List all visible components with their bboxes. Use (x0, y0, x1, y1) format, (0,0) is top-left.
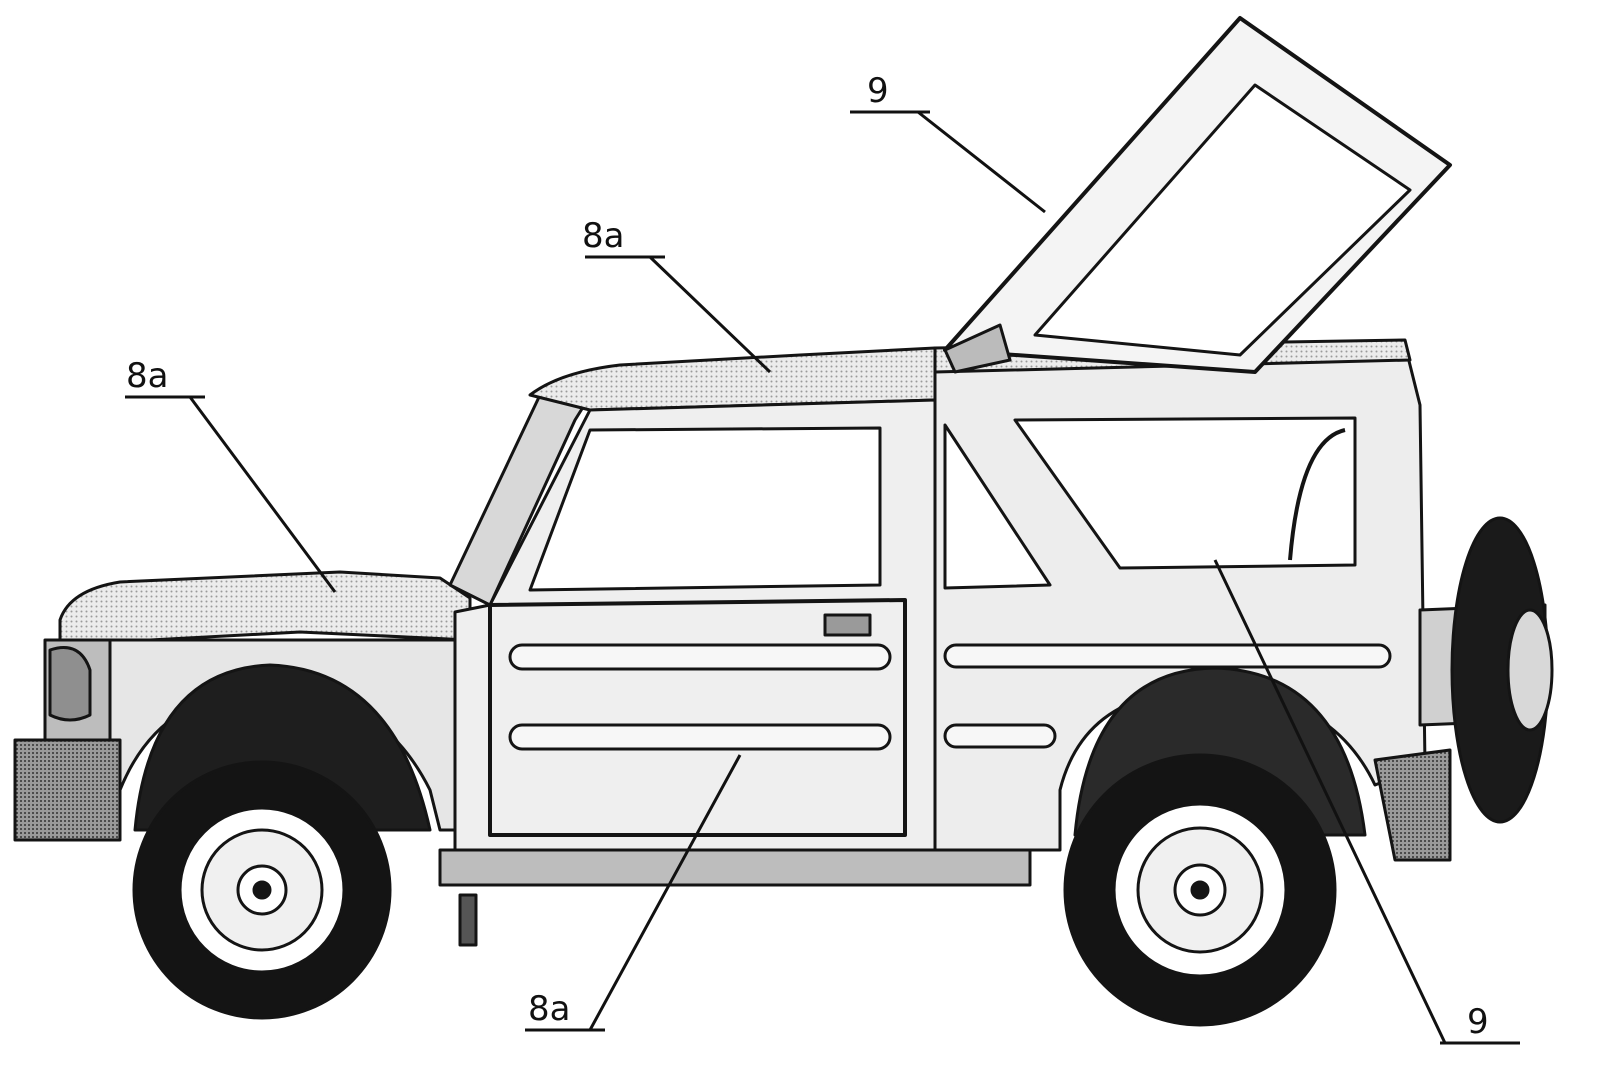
quarter-window-front (943, 423, 1052, 590)
leader-9-rear (1213, 559, 1447, 1044)
rear-bumper (1373, 748, 1452, 862)
side-step (438, 848, 1032, 887)
door-handle (823, 613, 872, 637)
vehicle-body (13, 16, 1554, 1027)
roof-hatch-hinge (943, 323, 1012, 374)
leader-8a-roof (648, 255, 772, 374)
callout-8a-roof: 8a (582, 216, 624, 256)
leader-8a-door (588, 754, 742, 1031)
front-door (488, 598, 907, 837)
rear-wheel (1063, 753, 1337, 1027)
leader-9-top (917, 110, 1046, 214)
callout-9-rear: 9 (1467, 1002, 1489, 1042)
callout-leaders (125, 110, 1520, 1045)
rear-seat-frame (1288, 428, 1346, 561)
mud-flap (458, 893, 478, 947)
hood (58, 570, 472, 642)
door-rib-upper (508, 643, 892, 671)
leader-8a-hood (188, 396, 337, 593)
rear-side-window (1013, 416, 1357, 570)
rear-rib-upper (943, 643, 1392, 669)
callout-9-top: 9 (867, 71, 889, 111)
spare-wheel-hub (1506, 608, 1554, 732)
front-wheel (132, 760, 392, 1020)
callout-labels: 9 8a 8a 8a 9 (126, 71, 1489, 1042)
rear-rib-lower (943, 723, 1057, 749)
roof-hatch-glass (1033, 83, 1412, 357)
front-bumper (13, 738, 122, 842)
headlight (48, 646, 92, 722)
callout-8a-hood: 8a (126, 356, 168, 396)
front-door-window (528, 426, 882, 592)
callout-8a-door: 8a (528, 989, 570, 1029)
door-rib-lower (508, 723, 892, 751)
